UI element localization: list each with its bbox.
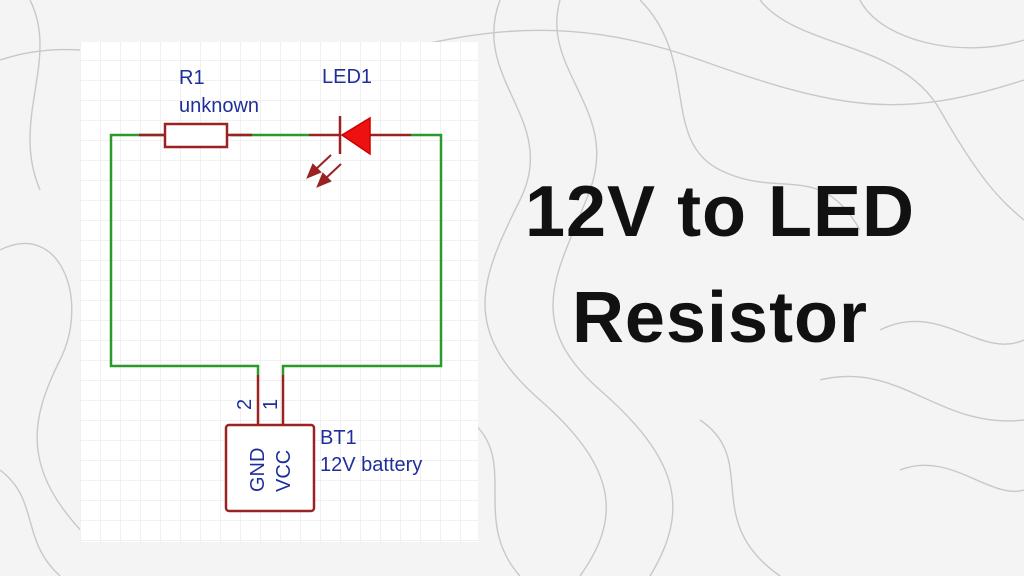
led-emission-arrows	[306, 154, 342, 188]
led-symbol	[306, 116, 411, 188]
battery-bt1	[224, 375, 316, 513]
battery-gnd-pin-name: GND	[247, 448, 269, 492]
battery-vcc-pin-name: VCC	[273, 450, 295, 492]
battery-pin1-number: 1	[260, 399, 282, 410]
battery-ref-label: BT1	[320, 427, 357, 449]
title-line-2: Resistor	[571, 278, 869, 358]
resistor-ref-label: R1	[179, 67, 205, 89]
led-ref-label: LED1	[322, 66, 372, 88]
resistor-r1	[139, 122, 252, 149]
battery-pin2-number: 2	[234, 399, 256, 410]
title-line-1: 12V to LED	[524, 172, 916, 252]
resistor-value-label: unknown	[179, 95, 259, 117]
battery-value-label: 12V battery	[320, 454, 422, 476]
